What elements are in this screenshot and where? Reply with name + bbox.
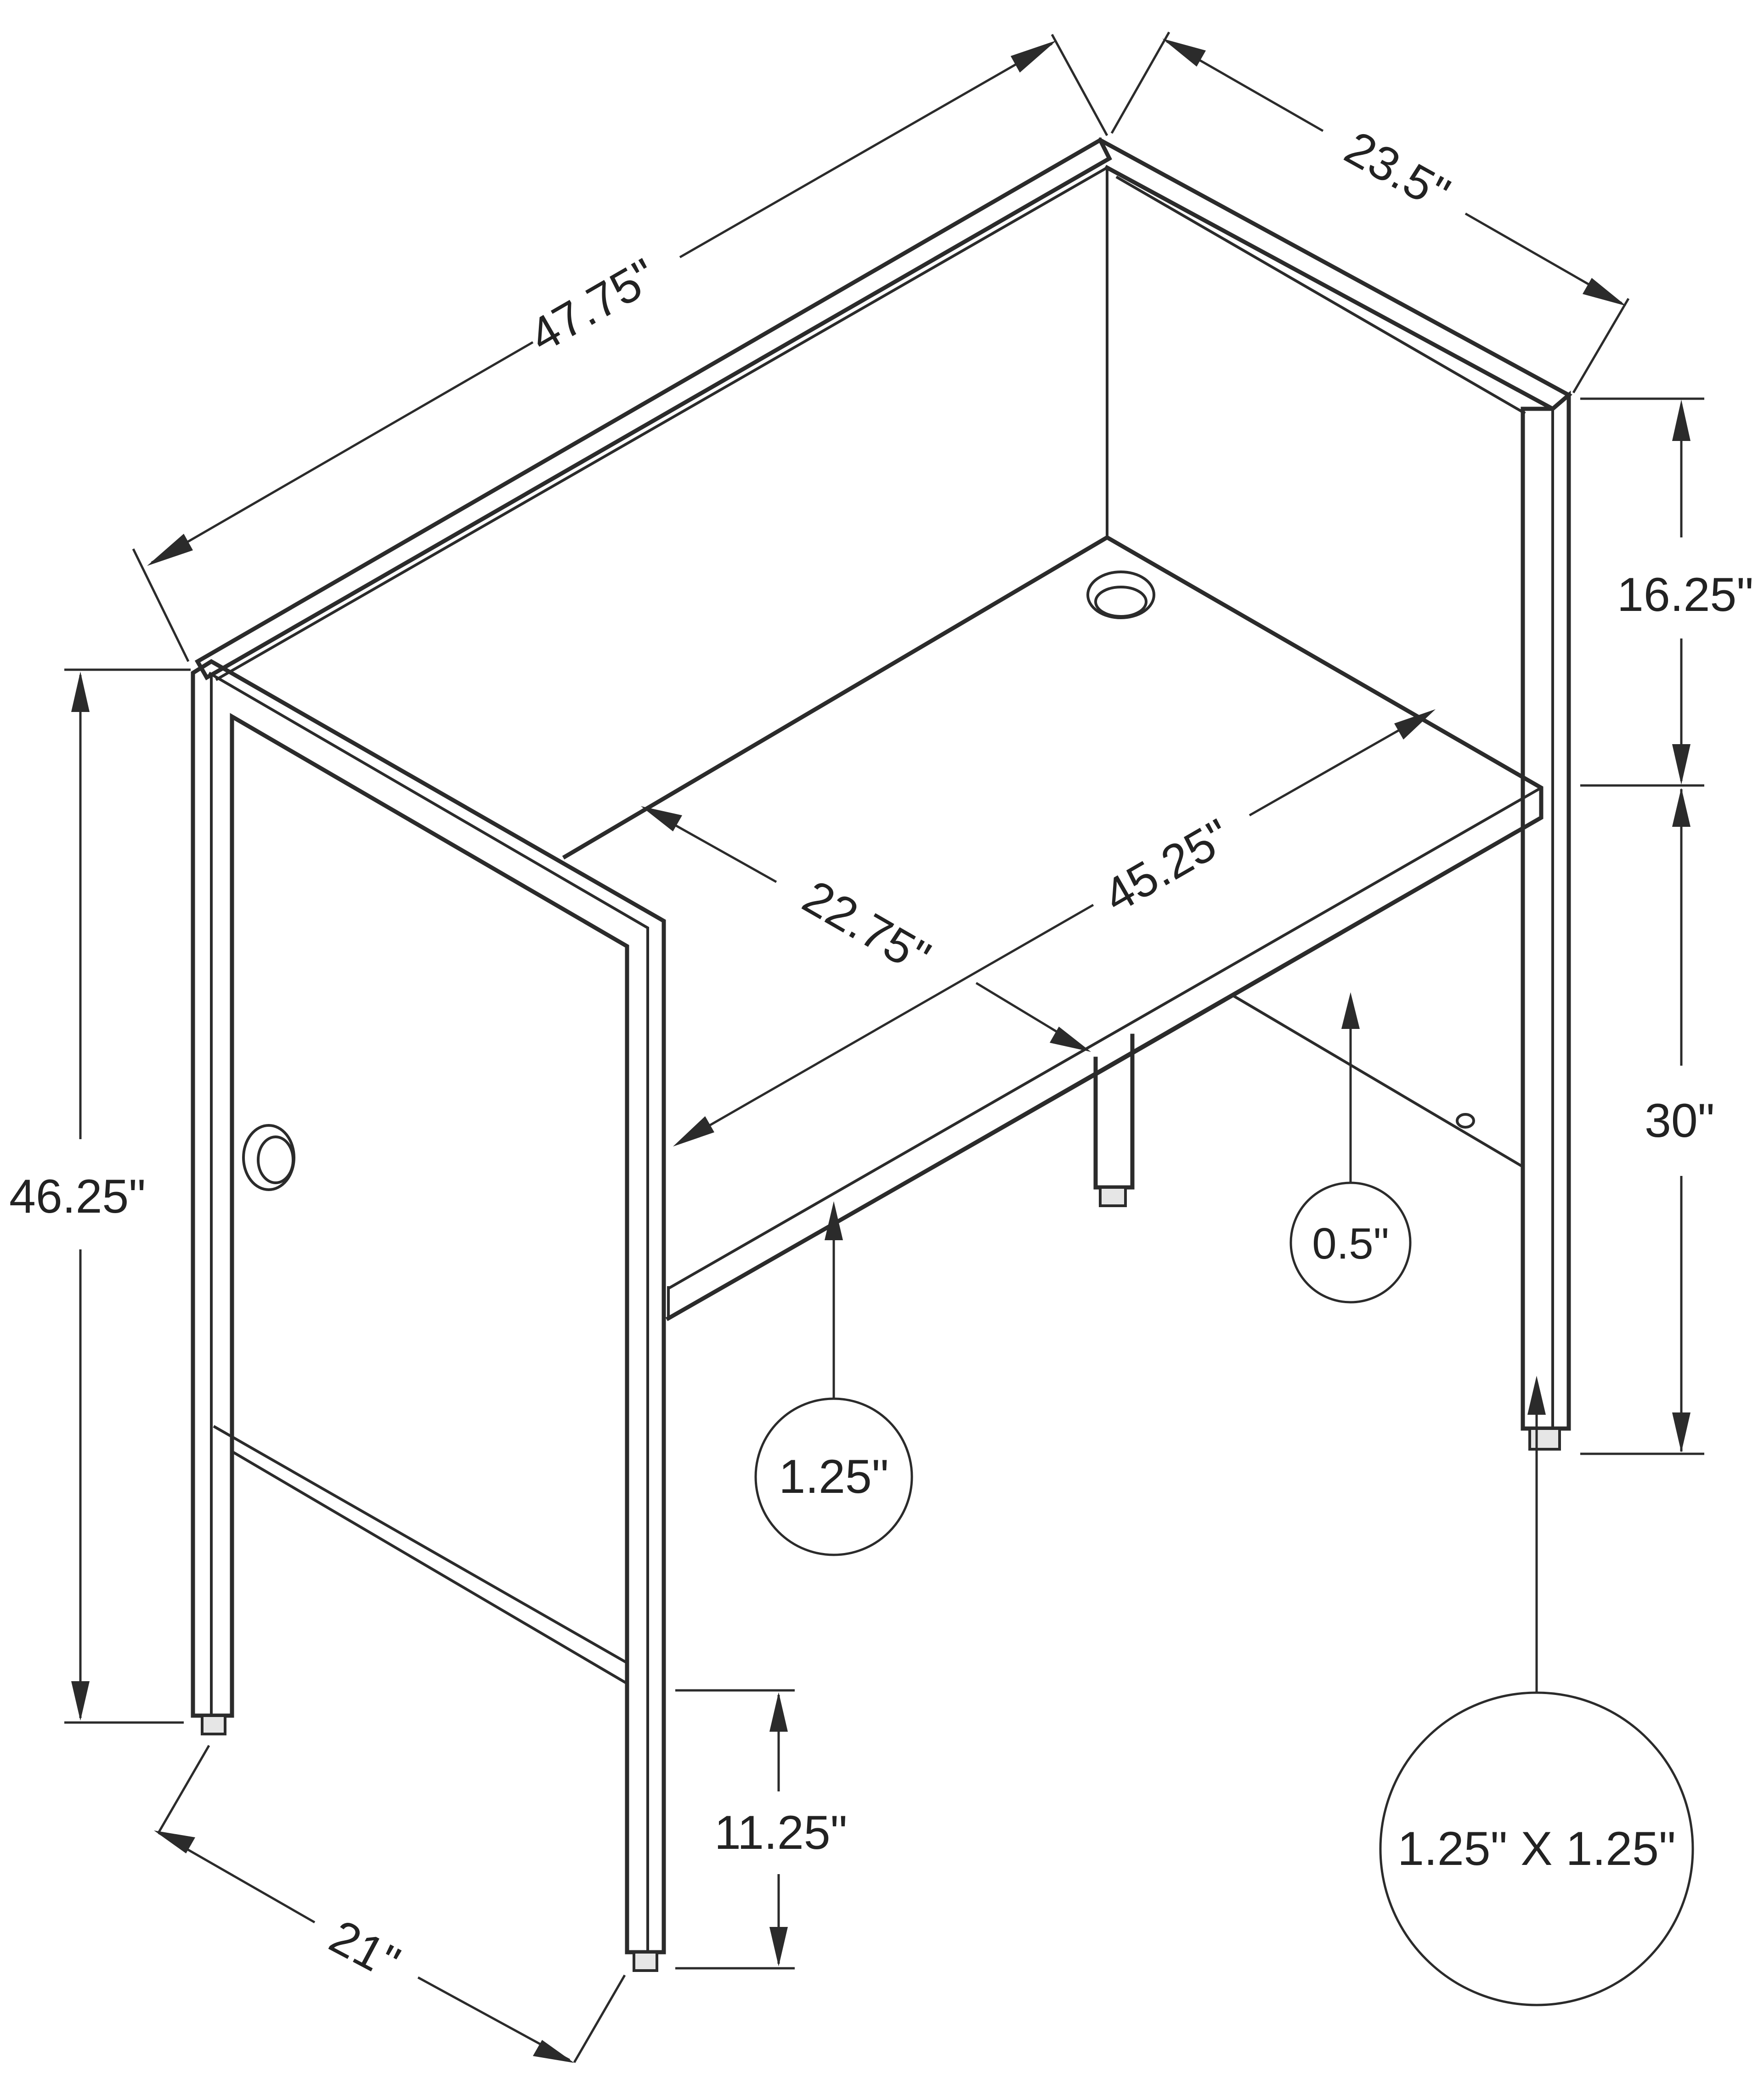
frame-thickness-callout xyxy=(754,1397,913,1556)
overall-depth-ext-left xyxy=(1110,31,1170,134)
side-grommet-inner xyxy=(257,1135,294,1184)
desktop-width-arrow-left xyxy=(673,1116,714,1147)
right-top-rail-inner xyxy=(1115,175,1526,415)
frame-thickness-arrow xyxy=(825,1201,843,1240)
overall-width-ext-right xyxy=(1051,34,1108,136)
side-depth-ext-right xyxy=(573,1974,626,2063)
back-top-rail xyxy=(194,137,1112,681)
side-depth-ext-left xyxy=(157,1745,210,1834)
desk-support-rail xyxy=(667,830,1517,1320)
overall-height-arrow-bottom xyxy=(71,1681,90,1721)
desktop-depth-arrow-top xyxy=(641,806,682,831)
left-back-foot xyxy=(201,1714,226,1735)
upper-height-arrow-bottom xyxy=(1672,744,1690,785)
left-front-foot xyxy=(633,1951,658,1972)
overall-width-arrow-left xyxy=(147,534,193,566)
desktop-depth-arrow-bottom xyxy=(1050,1027,1091,1052)
right-top-rail xyxy=(1097,137,1572,412)
desk-thickness-label: 0.5" xyxy=(1312,1219,1389,1268)
overall-height-label: 46.25" xyxy=(9,1170,146,1223)
frame-thickness-label: 1.25" xyxy=(779,1450,888,1503)
rail-height-arrow-top xyxy=(769,1692,788,1732)
desktop-front-edge xyxy=(667,786,1542,1290)
desk-thickness-arrow xyxy=(1341,992,1360,1029)
desktop-width-line-a xyxy=(677,904,1094,1145)
overall-depth-ext-right xyxy=(1572,298,1630,394)
left-side-panel-inner-top xyxy=(208,672,649,1952)
rear-middle-foot xyxy=(1099,1186,1127,1207)
desk-height-arrow-bottom xyxy=(1672,1412,1690,1452)
side-depth-arrow-left xyxy=(154,1830,195,1853)
overall-height-arrow-top xyxy=(71,672,90,712)
overall-width-label: 47.75" xyxy=(521,249,666,363)
back-top-rail-inner xyxy=(215,166,1108,681)
overall-width-arrow-right xyxy=(1011,40,1057,73)
desktop-depth-label: 22.75" xyxy=(794,870,939,984)
side-depth-label: 21" xyxy=(321,1910,408,1990)
rail-height-label: 11.25" xyxy=(714,1806,847,1859)
left-side-panel-outer xyxy=(191,659,666,1954)
overall-depth-arrow-left xyxy=(1162,39,1206,67)
leg-size-callout xyxy=(1379,1691,1694,2006)
right-side-stretcher xyxy=(1230,993,1524,1168)
desk-frame-drawing xyxy=(191,137,1572,1972)
overall-width-dim-line-a xyxy=(151,341,534,564)
overall-depth-label: 23.5" xyxy=(1336,121,1459,221)
upper-height-label: 16.25" xyxy=(1617,568,1753,621)
overall-width-dim-line-b xyxy=(679,42,1053,259)
desktop-width-label: 45.25" xyxy=(1095,809,1240,923)
desk-height-label: 30" xyxy=(1645,1094,1715,1147)
side-depth-arrow-right xyxy=(533,2040,574,2063)
leg-size-arrow xyxy=(1527,1376,1546,1415)
callouts: 0.5" 1.25" 1.25" X 1.25" xyxy=(754,992,1694,2006)
desk-grommet-inner xyxy=(1094,586,1148,618)
rail-height-arrow-bottom xyxy=(769,1927,788,1966)
right-front-foot xyxy=(1528,1427,1561,1451)
upper-height-arrow-top xyxy=(1672,400,1690,441)
overall-depth-arrow-right xyxy=(1583,278,1626,306)
desk-height-arrow-top xyxy=(1672,788,1690,827)
overall-width-ext-left xyxy=(132,548,190,662)
left-side-lower-rail xyxy=(213,1425,628,1685)
leg-size-label: 1.25" X 1.25" xyxy=(1397,1822,1676,1875)
desktop-width-arrow-right xyxy=(1394,709,1436,740)
desk-thickness-callout xyxy=(1289,1181,1412,1304)
right-front-leg xyxy=(1521,390,1571,1431)
right-side-stretcher-hole xyxy=(1456,1113,1475,1129)
